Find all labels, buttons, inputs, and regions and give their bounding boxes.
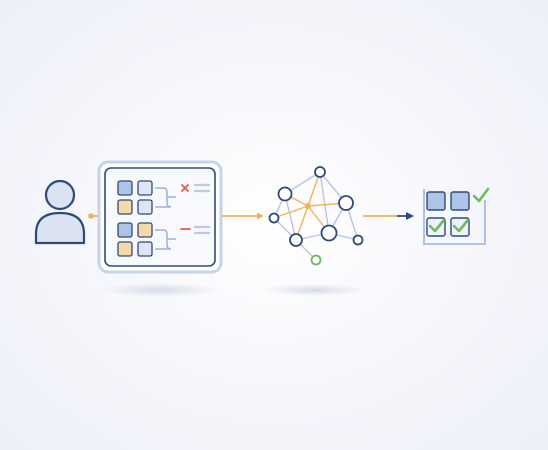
network-node: [338, 195, 354, 211]
network-node: [289, 233, 303, 247]
network-node: [314, 166, 326, 178]
grid-cell: [117, 180, 133, 196]
result-cell: [426, 191, 446, 211]
grid-cell: [137, 222, 153, 238]
grid-cell: [117, 222, 133, 238]
label-placeholders: [193, 183, 211, 235]
panel-shadow: [102, 283, 218, 297]
network-output-node: [310, 254, 322, 266]
check-icon: [428, 187, 490, 233]
network-node: [352, 234, 364, 246]
grid-cell: [137, 199, 153, 215]
data-review-panel: [97, 160, 223, 274]
x-mark-icon: [181, 184, 189, 192]
grid-cell: [117, 199, 133, 215]
network-node: [268, 212, 280, 224]
arrow-network-to-results: [363, 212, 414, 220]
network-node: [320, 224, 338, 242]
data-grid: [117, 180, 153, 257]
grid-cell: [137, 180, 153, 196]
user-icon: [34, 179, 86, 245]
result-cell: [450, 191, 470, 211]
network-nodes: [268, 166, 364, 247]
arrow-panel-to-network: [222, 212, 264, 220]
grid-cell: [137, 241, 153, 257]
network-graph: [268, 166, 364, 266]
network-hub-node: [305, 203, 311, 209]
grid-cell: [117, 241, 133, 257]
network-node: [277, 186, 293, 202]
verified-results: [423, 187, 490, 245]
filter-connectors: [155, 187, 176, 250]
network-shadow: [263, 284, 367, 296]
